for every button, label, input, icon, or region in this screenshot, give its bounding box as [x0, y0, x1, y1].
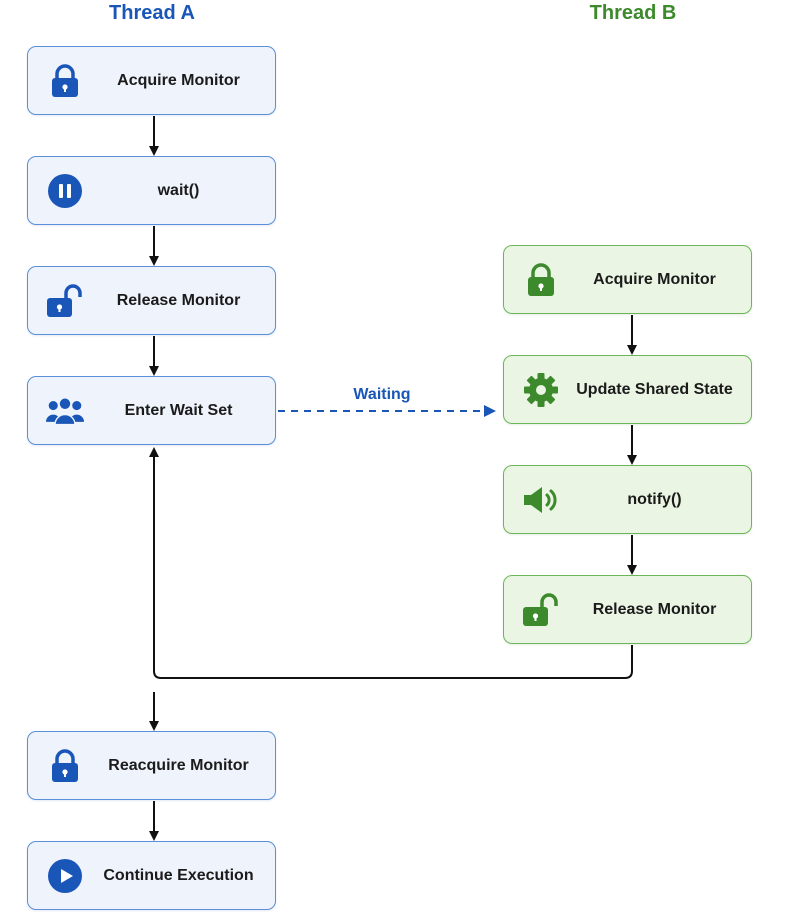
thread-b-release-monitor-node: Release Monitor [503, 575, 752, 644]
thread-a-wait-node: wait() [27, 156, 276, 225]
node-label: Enter Wait Set [124, 401, 233, 419]
node-label: notify() [627, 490, 682, 508]
node-label: wait() [157, 181, 200, 199]
node-label: Release Monitor [116, 291, 241, 309]
thread-a-acquire-monitor-node: Acquire Monitor [27, 46, 276, 115]
thread-b-acquire-monitor-node: Acquire Monitor [503, 245, 752, 314]
gear-icon [522, 371, 560, 409]
waiting-label: Waiting [353, 386, 411, 403]
thread-a-title: Thread A [109, 2, 195, 24]
thread-a-release-monitor-node: Release Monitor [27, 266, 276, 335]
node-label: Acquire Monitor [593, 270, 716, 288]
thread-b-update-shared-state-node: Update Shared State [503, 355, 752, 424]
lock-closed-icon [46, 62, 84, 100]
play-icon [46, 857, 84, 895]
node-label: Acquire Monitor [117, 71, 240, 89]
thread-b-title: Thread B [589, 2, 677, 24]
lock-closed-icon [46, 747, 84, 785]
lock-closed-icon [522, 261, 560, 299]
users-icon [46, 392, 84, 430]
thread-a-enter-wait-set-node: Enter Wait Set [27, 376, 276, 445]
pause-icon [46, 172, 84, 210]
lock-open-icon [46, 282, 84, 320]
node-label: Release Monitor [592, 600, 717, 618]
node-label: Continue Execution [103, 866, 254, 884]
thread-a-reacquire-monitor-node: Reacquire Monitor [27, 731, 276, 800]
thread-a-continue-execution-node: Continue Execution [27, 841, 276, 910]
notify-return-path [149, 447, 633, 679]
lock-open-icon [522, 591, 560, 629]
node-label: Update Shared State [576, 380, 733, 398]
thread-b-notify-node: notify() [503, 465, 752, 534]
node-label: Reacquire Monitor [108, 756, 249, 774]
speaker-icon [522, 481, 560, 519]
